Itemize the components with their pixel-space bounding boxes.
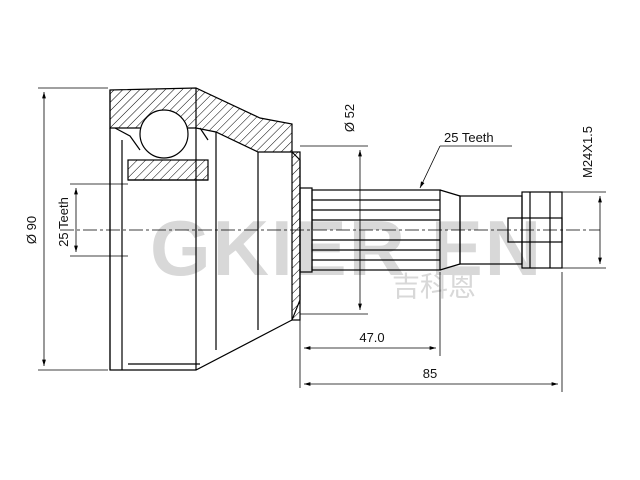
dimension-spline-length: 47.0: [299, 272, 441, 388]
dimension-outer-teeth: 25 Teeth: [56, 183, 128, 257]
dimension-seal-diameter: Ø 52: [300, 104, 368, 315]
spline-length-label: 47.0: [359, 330, 384, 345]
outer-diameter-label: Ø 90: [24, 216, 39, 244]
watermark: GKIER EN 吉科恩: [150, 204, 543, 303]
outer-teeth-label: 25 Teeth: [56, 197, 71, 247]
dimension-spline-teeth: 25 Teeth: [419, 130, 512, 189]
thread-label: M24X1.5: [580, 126, 595, 178]
dimension-stub-length: 85: [304, 272, 563, 392]
stub-length-label: 85: [423, 366, 437, 381]
stub-shaft: [299, 187, 563, 273]
spline-teeth-label: 25 Teeth: [444, 130, 494, 145]
watermark-brand: GKIER EN: [150, 204, 543, 292]
dimension-outer-diameter: Ø 90: [24, 87, 108, 371]
watermark-cjk: 吉科恩: [392, 270, 476, 303]
dimension-thread: M24X1.5: [562, 126, 606, 269]
seal-diameter-label: Ø 52: [342, 104, 357, 132]
outer-housing: [109, 87, 301, 371]
